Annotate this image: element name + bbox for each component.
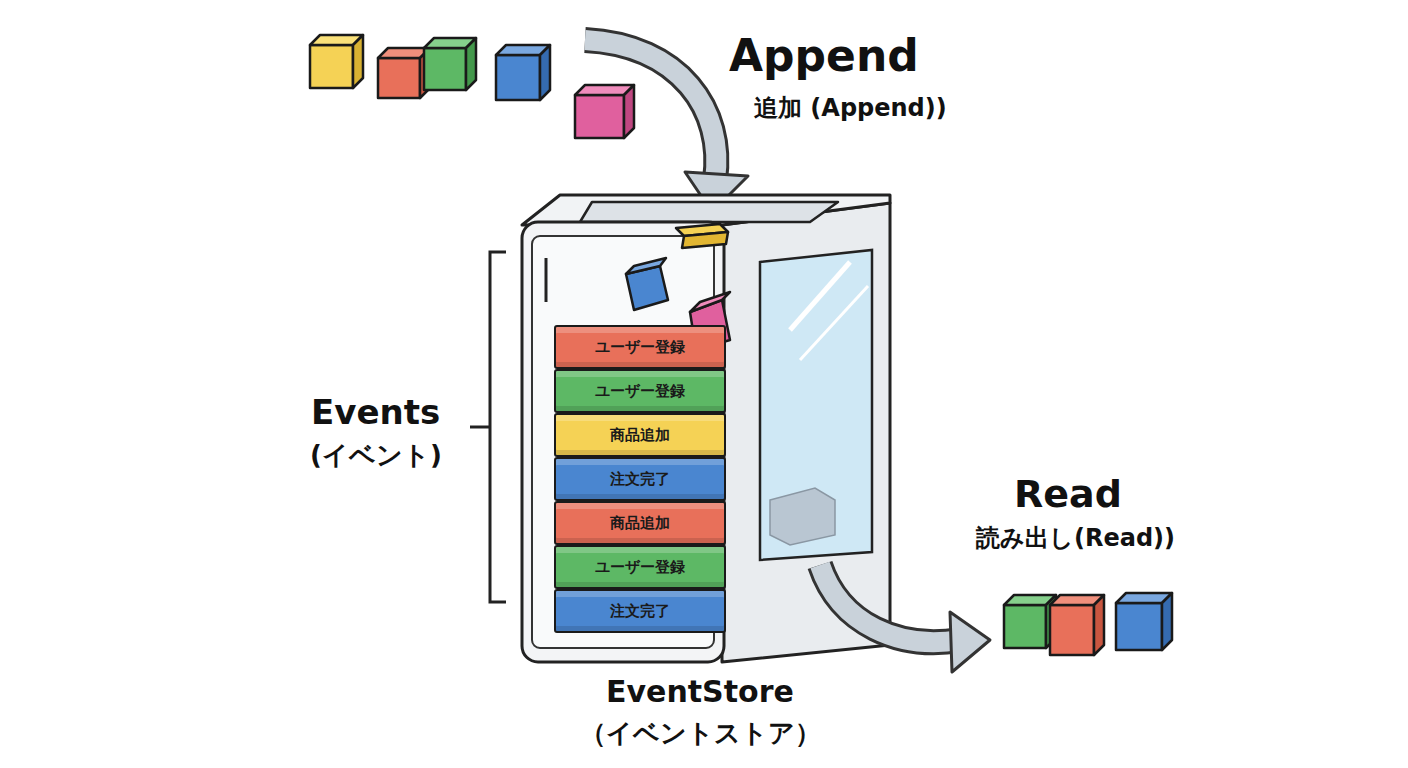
event-block: 商品追加 — [554, 501, 726, 545]
step-title: Read — [1014, 472, 1122, 516]
store-subtitle: （イベントストア） — [580, 716, 821, 751]
step-title: Append — [729, 30, 919, 81]
event-label: ユーザー登録 — [595, 338, 685, 357]
events-bracket — [470, 252, 506, 602]
step-subtitle: 追加 (Append)) — [754, 92, 947, 124]
input-cubes — [310, 35, 634, 138]
event-label: ユーザー登録 — [595, 558, 685, 577]
store-title: EventStore — [606, 674, 794, 709]
event-label: 注文完了 — [610, 470, 670, 489]
event-block: 注文完了 — [554, 589, 726, 633]
event-block: ユーザー登録 — [554, 545, 726, 589]
event-label: ユーザー登録 — [595, 382, 685, 401]
event-block: 注文完了 — [554, 457, 726, 501]
event-block: 商品追加 — [554, 413, 726, 457]
event-label: 注文完了 — [610, 602, 670, 621]
event-store: EventStore（イベントストア）ユーザー登録ユーザー登録商品追加注文完了商… — [522, 195, 890, 662]
step-subtitle: 読み出し(Read)) — [976, 522, 1175, 554]
event-block: ユーザー登録 — [554, 369, 726, 413]
read-arrow — [820, 565, 990, 672]
event-label: 商品追加 — [610, 426, 670, 445]
event-label: 商品追加 — [610, 514, 670, 533]
group-subtitle: (イベント) — [310, 438, 442, 473]
output-cubes — [1004, 593, 1172, 655]
group-title: Events — [311, 392, 440, 432]
event-block: ユーザー登録 — [554, 325, 726, 369]
